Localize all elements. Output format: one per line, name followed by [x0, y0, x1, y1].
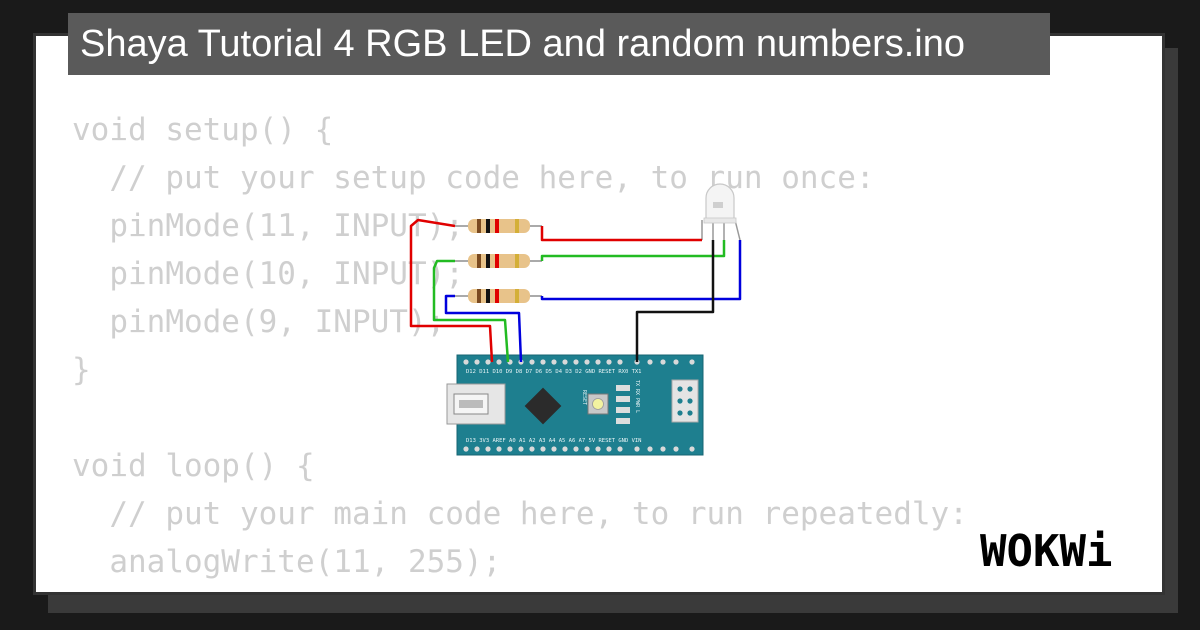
- status-leds: [616, 385, 630, 424]
- wire-red-led[interactable]: [540, 226, 702, 242]
- wire-green[interactable]: [432, 259, 510, 363]
- code-line: void setup() {: [72, 112, 334, 148]
- bottom-pin-header: [463, 446, 695, 452]
- project-card[interactable]: void setup() { // put your setup code he…: [33, 33, 1165, 595]
- reset-button[interactable]: [587, 393, 609, 415]
- rgb-led[interactable]: [701, 183, 741, 241]
- bottom-pin-labels: D13 3V3 AREF A0 A1 A2 A3 A4 A5 A6 A7 5V …: [466, 438, 642, 444]
- microcontroller-chip: [524, 387, 562, 425]
- code-line: }: [72, 352, 91, 388]
- led-labels: TX RX PWR L: [634, 380, 640, 413]
- project-title: Shaya Tutorial 4 RGB LED and random numb…: [80, 22, 966, 65]
- code-line: // put your main code here, to run repea…: [72, 496, 968, 532]
- code-line: pinMode(11, INPUT);: [72, 208, 464, 244]
- code-line: // put your setup code here, to run once…: [72, 160, 875, 196]
- code-line: void loop() {: [72, 448, 315, 484]
- resistor-green-channel[interactable]: [455, 254, 542, 268]
- code-line: analogWrite(11, 255);: [72, 544, 502, 580]
- title-bar: Shaya Tutorial 4 RGB LED and random numb…: [68, 13, 1050, 75]
- code-line: pinMode(9, INPUT);: [72, 304, 446, 340]
- wokwi-logo: WOKWi: [980, 526, 1112, 577]
- wokwi-logo-text: WOKWi: [980, 526, 1112, 577]
- wire-green-led[interactable]: [540, 240, 726, 261]
- wire-red[interactable]: [409, 218, 494, 363]
- icsp-header: [671, 379, 699, 423]
- reset-label: RESET: [581, 390, 587, 405]
- arduino-nano-board[interactable]: D12 D11 D10 D9 D8 D7 D6 D5 D4 D3 D2 GND …: [446, 354, 704, 456]
- code-line: pinMode(10, INPUT);: [72, 256, 464, 292]
- resistor-blue-channel[interactable]: [455, 289, 542, 303]
- wire-blue-led[interactable]: [540, 240, 742, 301]
- wire-black-gnd[interactable]: [635, 240, 715, 362]
- wire-blue[interactable]: [444, 294, 523, 363]
- top-pin-labels: D12 D11 D10 D9 D8 D7 D6 D5 D4 D3 D2 GND …: [466, 369, 642, 375]
- resistor-red-channel[interactable]: [455, 219, 542, 233]
- usb-connector: [446, 383, 506, 425]
- top-pin-header: [462, 358, 698, 368]
- code-preview: void setup() { // put your setup code he…: [72, 106, 968, 592]
